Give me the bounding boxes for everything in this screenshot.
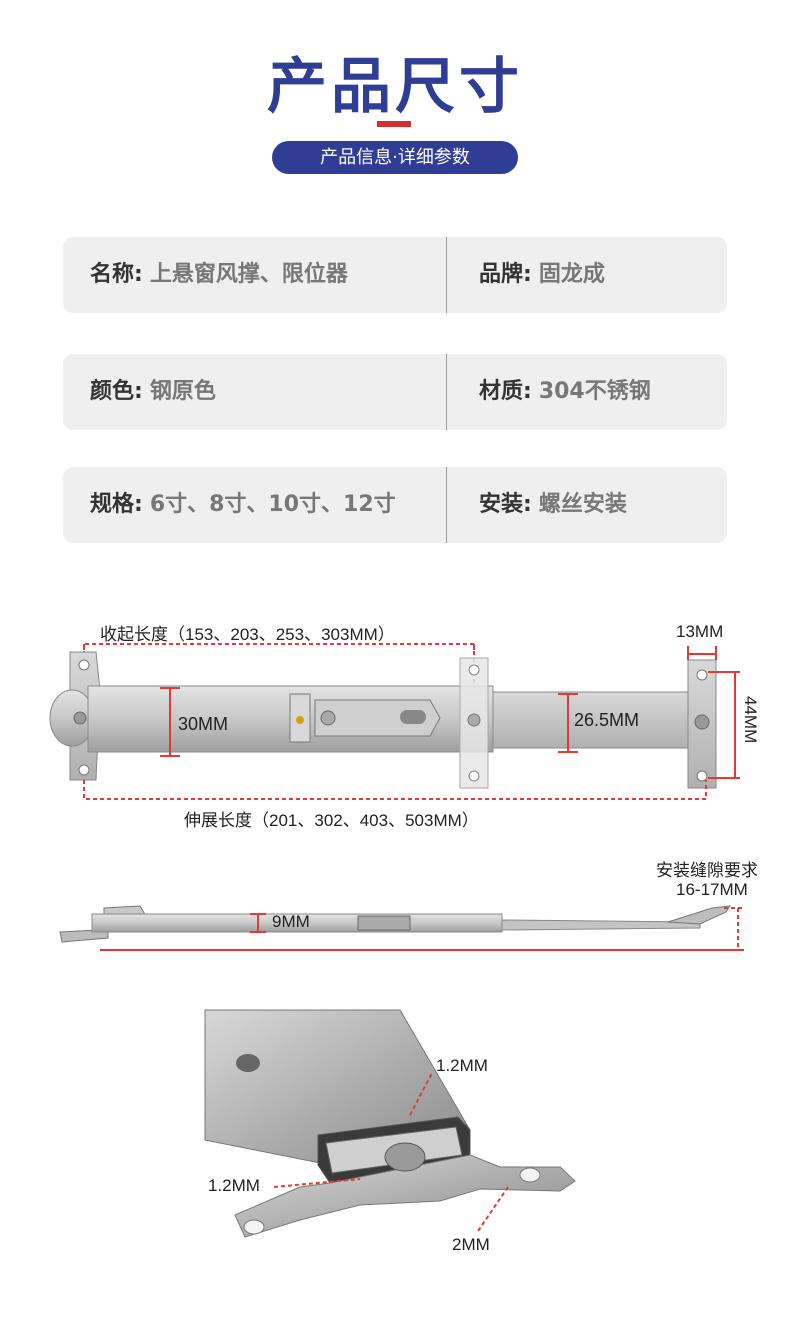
wall-top-leader: [409, 1072, 433, 1116]
detail-plate: [234, 1154, 576, 1238]
detail-rail-hole: [236, 1054, 260, 1072]
plate-leader: [477, 1186, 509, 1232]
spec-material: 材质: 304不锈钢: [479, 354, 651, 430]
middle-bracket-hole-bottom: [468, 770, 480, 782]
left-rivet: [73, 711, 87, 725]
total-height-label: 44MM: [741, 696, 760, 744]
width-main-label: 30MM: [178, 714, 229, 734]
spec-divider: [446, 237, 447, 313]
detail-plate-hole-right: [519, 1167, 541, 1183]
slider-rail: [492, 691, 704, 749]
spec-brand: 品牌: 固龙成: [479, 237, 605, 313]
slider-rivet: [320, 710, 336, 726]
wall-left-leader: [273, 1178, 361, 1188]
slider-screw: [296, 716, 304, 724]
left-pivot: [49, 689, 95, 747]
spec-value: 上悬窗风撑、限位器: [149, 262, 348, 287]
side-slider-rail: [501, 919, 701, 931]
spec-divider: [446, 467, 447, 543]
title-underline: [377, 121, 411, 127]
slider-slot: [400, 710, 426, 724]
spec-install: 安装: 螺丝安装: [479, 467, 627, 543]
detail-view-drawing: [204, 1009, 576, 1238]
spec-value: 钢原色: [149, 379, 216, 404]
spec-divider: [446, 354, 447, 430]
right-bracket-hole-bottom: [696, 770, 708, 782]
spec-label: 材质:: [479, 379, 532, 404]
side-slider-block: [357, 915, 411, 931]
wall-top-label: 1.2MM: [436, 1056, 488, 1075]
spec-label: 安装:: [479, 492, 532, 517]
spec-row-color-material: 颜色: 钢原色 材质: 304不锈钢: [63, 354, 727, 430]
middle-bracket-hole-top: [468, 664, 480, 676]
right-rivet: [694, 714, 710, 730]
slider-arm: [314, 699, 441, 737]
top-view-drawing: [49, 643, 740, 800]
extended-length-line: [83, 780, 707, 800]
page-title: 产品尺寸: [267, 52, 523, 122]
subtitle-badge: 产品信息·详细参数: [272, 141, 518, 174]
width-slider-label: 26.5MM: [574, 710, 640, 730]
spec-label: 品牌:: [479, 262, 532, 287]
spec-size: 规格: 6寸、8寸、10寸、12寸: [90, 467, 396, 543]
left-bracket-hole-top: [78, 659, 90, 671]
detail-plate-hole-left: [243, 1219, 265, 1235]
extended-length-label: 伸展长度（201、302、403、503MM）: [184, 811, 479, 830]
gap-value-label: 16-17MM: [676, 880, 748, 899]
spec-color: 颜色: 钢原色: [90, 354, 216, 430]
spec-label: 名称:: [90, 262, 143, 287]
spec-name: 名称: 上悬窗风撑、限位器: [90, 237, 348, 313]
spec-value: 螺丝安装: [538, 492, 627, 517]
foot-width-label: 13MM: [676, 622, 724, 641]
side-view-drawing: [59, 905, 744, 951]
middle-rivet: [467, 713, 481, 727]
spec-value: 304不锈钢: [538, 379, 651, 404]
right-bracket-hole-top: [696, 669, 708, 681]
spec-value: 固龙成: [538, 262, 605, 287]
spec-label: 颜色:: [90, 379, 143, 404]
detail-rivet: [384, 1142, 426, 1172]
left-bracket-hole-bottom: [78, 764, 90, 776]
spec-label: 规格:: [90, 492, 143, 517]
spec-row-name-brand: 名称: 上悬窗风撑、限位器 品牌: 固龙成: [63, 237, 727, 313]
wall-left-label: 1.2MM: [208, 1176, 260, 1195]
side-right-foot: [667, 905, 732, 925]
spec-row-size-install: 规格: 6寸、8寸、10寸、12寸 安装: 螺丝安装: [63, 467, 727, 543]
spec-value: 6寸、8寸、10寸、12寸: [149, 492, 396, 517]
closed-length-label: 收起长度（153、203、253、303MM）: [100, 625, 395, 644]
plate-label: 2MM: [452, 1235, 490, 1254]
thickness-label: 9MM: [272, 912, 310, 931]
gap-requirement-label: 安装缝隙要求: [656, 861, 758, 880]
